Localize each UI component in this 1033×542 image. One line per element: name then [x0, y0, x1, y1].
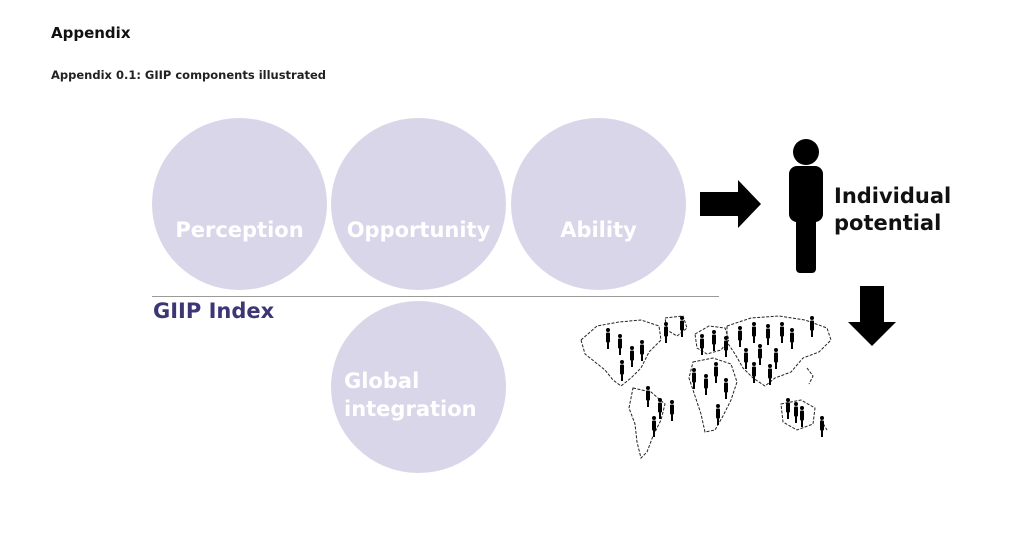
ability-label: Ability	[560, 218, 637, 242]
arrow-right-icon	[700, 180, 761, 228]
person-icon	[789, 139, 823, 273]
figure-caption: Appendix 0.1: GIIP components illustrate…	[51, 68, 327, 82]
circle-opportunity: Opportunity	[331, 118, 506, 290]
giip-index-label: GIIP Index	[153, 299, 275, 323]
page-heading: Appendix	[51, 24, 131, 42]
individual-potential-line1: Individual	[834, 184, 952, 208]
arrow-down-icon	[848, 286, 896, 346]
map-people-group	[606, 316, 824, 437]
index-divider	[152, 296, 719, 297]
opportunity-label: Opportunity	[346, 218, 491, 242]
circle-perception: Perception	[152, 118, 327, 290]
global-integration-line2: integration	[344, 397, 477, 421]
world-map-people-icon	[580, 315, 832, 459]
individual-potential-line2: potential	[834, 211, 942, 235]
circle-global-integration: Global integration	[331, 301, 506, 473]
circle-ability: Ability	[511, 118, 686, 290]
individual-potential-label: Individual potential	[834, 183, 951, 237]
perception-label: Perception	[175, 218, 304, 242]
global-integration-line1: Global	[344, 369, 420, 393]
global-integration-label: Global integration	[344, 367, 477, 423]
